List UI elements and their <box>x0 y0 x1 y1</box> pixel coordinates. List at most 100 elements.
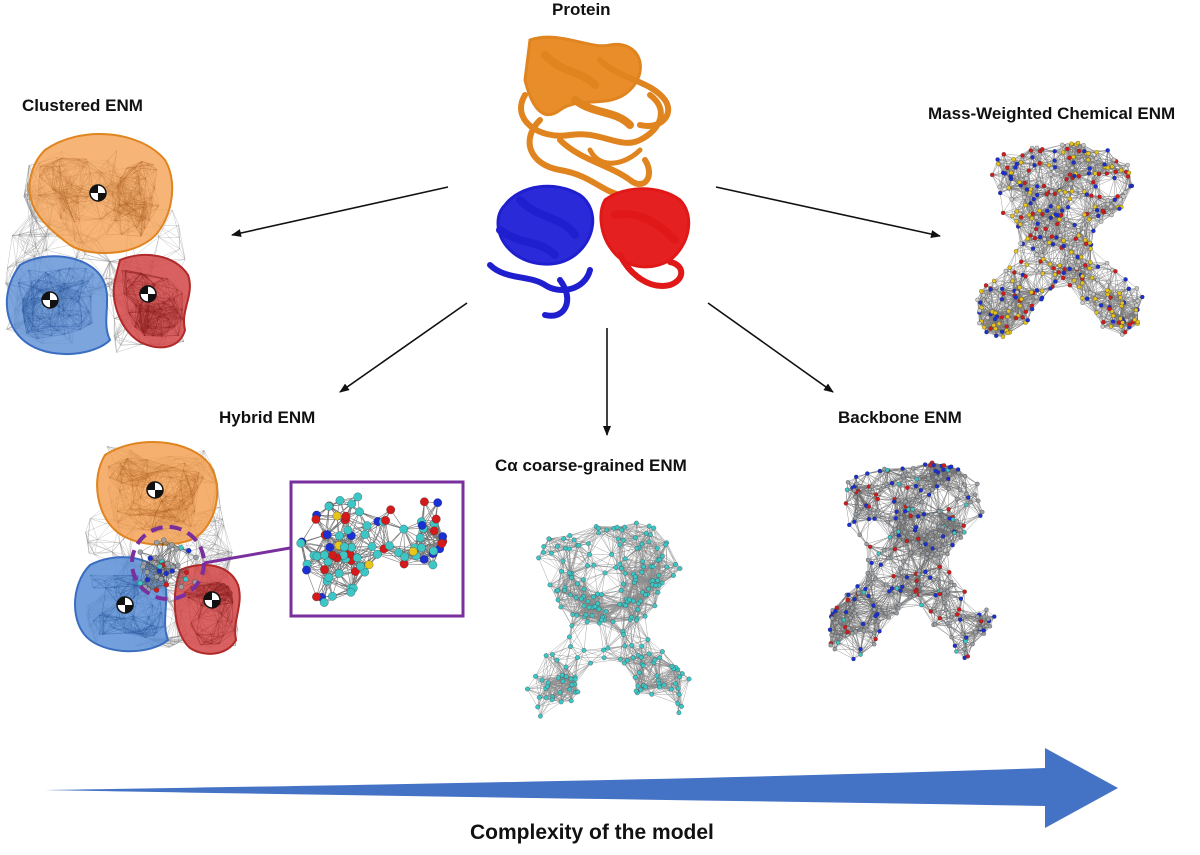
network-node <box>1128 184 1133 189</box>
network-node <box>892 527 898 532</box>
network-node <box>645 637 651 642</box>
network-node <box>958 535 964 540</box>
network-node <box>1034 226 1039 232</box>
network-node <box>875 496 880 502</box>
network-node <box>347 499 357 509</box>
network-node <box>1074 266 1079 271</box>
network-node <box>573 595 579 601</box>
network-node <box>1020 153 1025 158</box>
network-node <box>1048 204 1053 209</box>
network-node <box>877 468 883 474</box>
network-node <box>311 515 321 524</box>
network-node <box>1028 201 1033 206</box>
network-node <box>589 613 595 618</box>
network-node <box>588 660 593 666</box>
network-node <box>843 609 849 615</box>
network-node <box>918 488 924 493</box>
network-node <box>949 579 954 585</box>
complexity-arrow <box>45 748 1118 828</box>
network-node <box>878 562 883 567</box>
network-node <box>654 545 660 551</box>
network-node <box>981 325 987 330</box>
network-node <box>1044 192 1049 197</box>
network-node <box>1078 254 1084 260</box>
network-node <box>415 533 425 543</box>
network-node <box>938 588 944 593</box>
network-node <box>634 546 640 551</box>
network-node <box>319 598 329 607</box>
network-node <box>1014 161 1020 166</box>
network-node <box>1098 303 1104 308</box>
network-node <box>1115 194 1120 199</box>
network-node <box>1018 160 1024 165</box>
network-node <box>955 532 961 537</box>
network-node <box>848 615 853 621</box>
network-node <box>876 608 882 613</box>
network-node <box>1019 296 1024 302</box>
network-node <box>950 542 955 548</box>
network-node <box>1071 154 1076 160</box>
network-node <box>653 583 659 588</box>
network-node <box>914 477 919 482</box>
network-node <box>560 558 566 564</box>
network-node <box>1056 204 1061 210</box>
center-of-mass-icon <box>89 184 107 202</box>
network-node <box>1126 170 1132 176</box>
network-node <box>1017 303 1023 309</box>
network-node <box>1069 165 1075 171</box>
network-node <box>156 568 163 574</box>
network-node <box>853 494 858 500</box>
network-node <box>604 527 610 533</box>
network-node <box>919 582 924 587</box>
network-node <box>1064 217 1069 222</box>
network-node <box>1092 204 1098 209</box>
network-node <box>945 551 950 557</box>
network-node <box>559 672 565 678</box>
network-node <box>429 546 438 556</box>
network-node <box>548 550 554 556</box>
network-node <box>883 610 889 616</box>
network-node <box>640 559 645 564</box>
network-node <box>902 529 907 535</box>
network-node <box>677 674 682 680</box>
network-node <box>672 681 678 687</box>
network-node <box>1132 317 1137 322</box>
network-node <box>633 688 639 694</box>
network-node <box>646 586 652 592</box>
network-node <box>1017 180 1022 185</box>
network-node <box>860 621 866 627</box>
network-node <box>1067 172 1073 177</box>
network-node <box>936 480 941 486</box>
network-node <box>986 616 991 622</box>
network-node <box>923 542 928 547</box>
network-node <box>1125 174 1131 179</box>
network-node <box>894 509 899 514</box>
network-node <box>1088 260 1093 265</box>
network-node <box>178 584 184 590</box>
network-node <box>1030 246 1036 251</box>
network-node <box>964 502 969 507</box>
network-node <box>1068 245 1073 250</box>
network-node <box>610 619 616 625</box>
network-node <box>1001 291 1006 296</box>
network-node <box>648 532 653 537</box>
network-node <box>1061 270 1066 276</box>
label-mass-weighted-enm: Mass-Weighted Chemical ENM <box>928 104 1176 123</box>
network-node <box>827 627 833 632</box>
network-node <box>334 569 344 578</box>
arrow-to-backbone <box>707 302 834 393</box>
network-node <box>1105 201 1111 207</box>
network-node <box>901 534 906 539</box>
network-node <box>968 500 973 505</box>
network-node <box>1049 234 1054 239</box>
network-node <box>1035 184 1040 189</box>
network-node <box>1126 286 1131 291</box>
network-node <box>1102 162 1107 167</box>
network-node <box>941 463 947 468</box>
network-node <box>919 602 924 608</box>
network-node <box>642 613 648 619</box>
network-node <box>533 673 538 679</box>
backbone-network <box>827 460 997 662</box>
network-node <box>1076 233 1081 238</box>
network-node <box>923 569 928 574</box>
